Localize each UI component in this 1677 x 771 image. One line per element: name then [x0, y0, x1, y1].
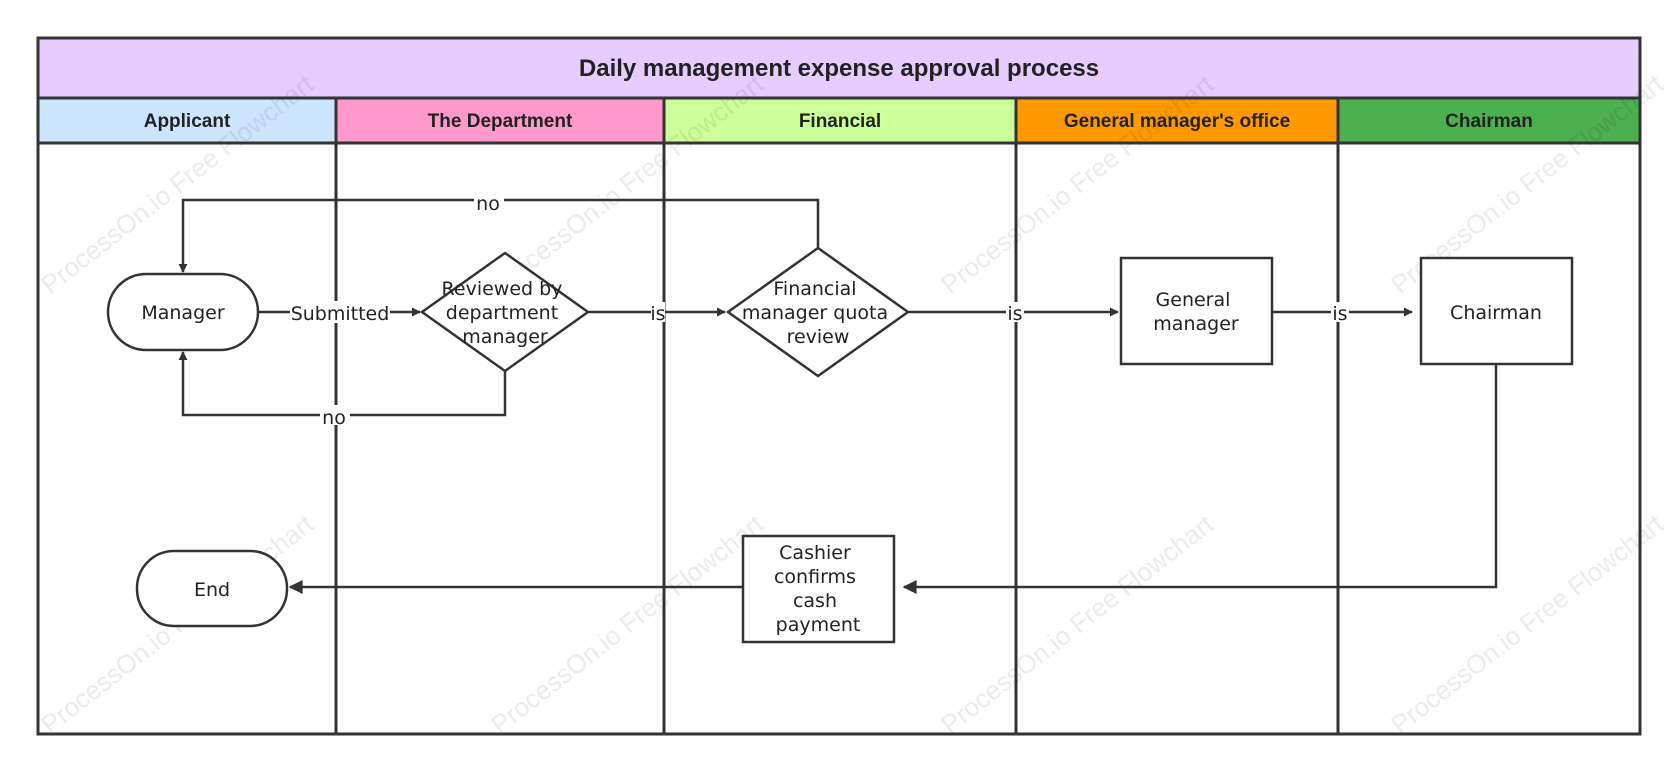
watermark-text: ProcessOn.io Free Flowchart [485, 508, 769, 739]
lane-title-general-managers-office: General manager's office [1064, 111, 1290, 132]
node-department-review: Reviewed by department manager [419, 251, 591, 373]
edge-label-is-1: is [650, 302, 666, 325]
node-label: Manager [141, 302, 224, 324]
node-cashier: Cashier confirms cash payment [741, 534, 896, 644]
edge-label-submitted: Submitted [290, 301, 390, 325]
lane-title-chairman: Chairman [1445, 111, 1533, 132]
node-general-manager: General manager [1119, 256, 1274, 366]
edge-label-text: is [1007, 303, 1022, 325]
edge-label-text: Submitted [291, 303, 390, 325]
lane-header-general-managers-office [1016, 98, 1338, 143]
node-shape [741, 534, 896, 644]
lane-header-department [336, 98, 664, 143]
node-label: Chairman [1450, 302, 1542, 324]
node-label: End [194, 579, 230, 601]
lane-header-financial [664, 98, 1016, 143]
node-shape [419, 251, 591, 373]
node-label: Reviewed by department manager [442, 278, 569, 348]
node-shape [1119, 256, 1274, 366]
edge-label-text: no [476, 193, 500, 215]
node-manager: Manager [106, 272, 260, 352]
diagram-title: Daily management expense approval proces… [579, 55, 1099, 82]
edge-label-no-top: no [474, 191, 504, 215]
edge-chairman-to-cashier [902, 364, 1498, 594]
lane-title-applicant: Applicant [144, 111, 231, 132]
node-chairman: Chairman [1419, 256, 1574, 366]
node-label: Cashier confirms cash payment [774, 542, 862, 636]
lane-title-financial: Financial [799, 111, 881, 132]
node-shape [106, 272, 260, 352]
node-financial-review: Financial manager quota review [725, 246, 911, 378]
node-label: General manager [1153, 289, 1239, 335]
node-end: End [135, 549, 289, 628]
edge-label-is-2: is [1006, 302, 1024, 325]
lane-title-department: The Department [428, 111, 573, 132]
node-label: Financial manager quota review [742, 278, 894, 348]
edge-label-is-3: is [1331, 302, 1349, 325]
edge-label-text: is [650, 303, 665, 325]
edge-label-no-bottom: no [320, 405, 350, 429]
watermark-text: ProcessOn.io Free Flowchart [935, 508, 1219, 739]
lane-header-chairman [1338, 98, 1640, 143]
edge-label-text: is [1332, 303, 1347, 325]
edge-label-text: no [322, 407, 346, 429]
diagram-frame [36, 36, 1642, 736]
watermark-text: ProcessOn.io Free Flowchart [1385, 508, 1669, 739]
node-shape [725, 246, 911, 378]
node-shape [135, 549, 289, 628]
lane-header-applicant [38, 98, 336, 143]
node-shape [1419, 256, 1574, 366]
title-bar [38, 38, 1640, 98]
